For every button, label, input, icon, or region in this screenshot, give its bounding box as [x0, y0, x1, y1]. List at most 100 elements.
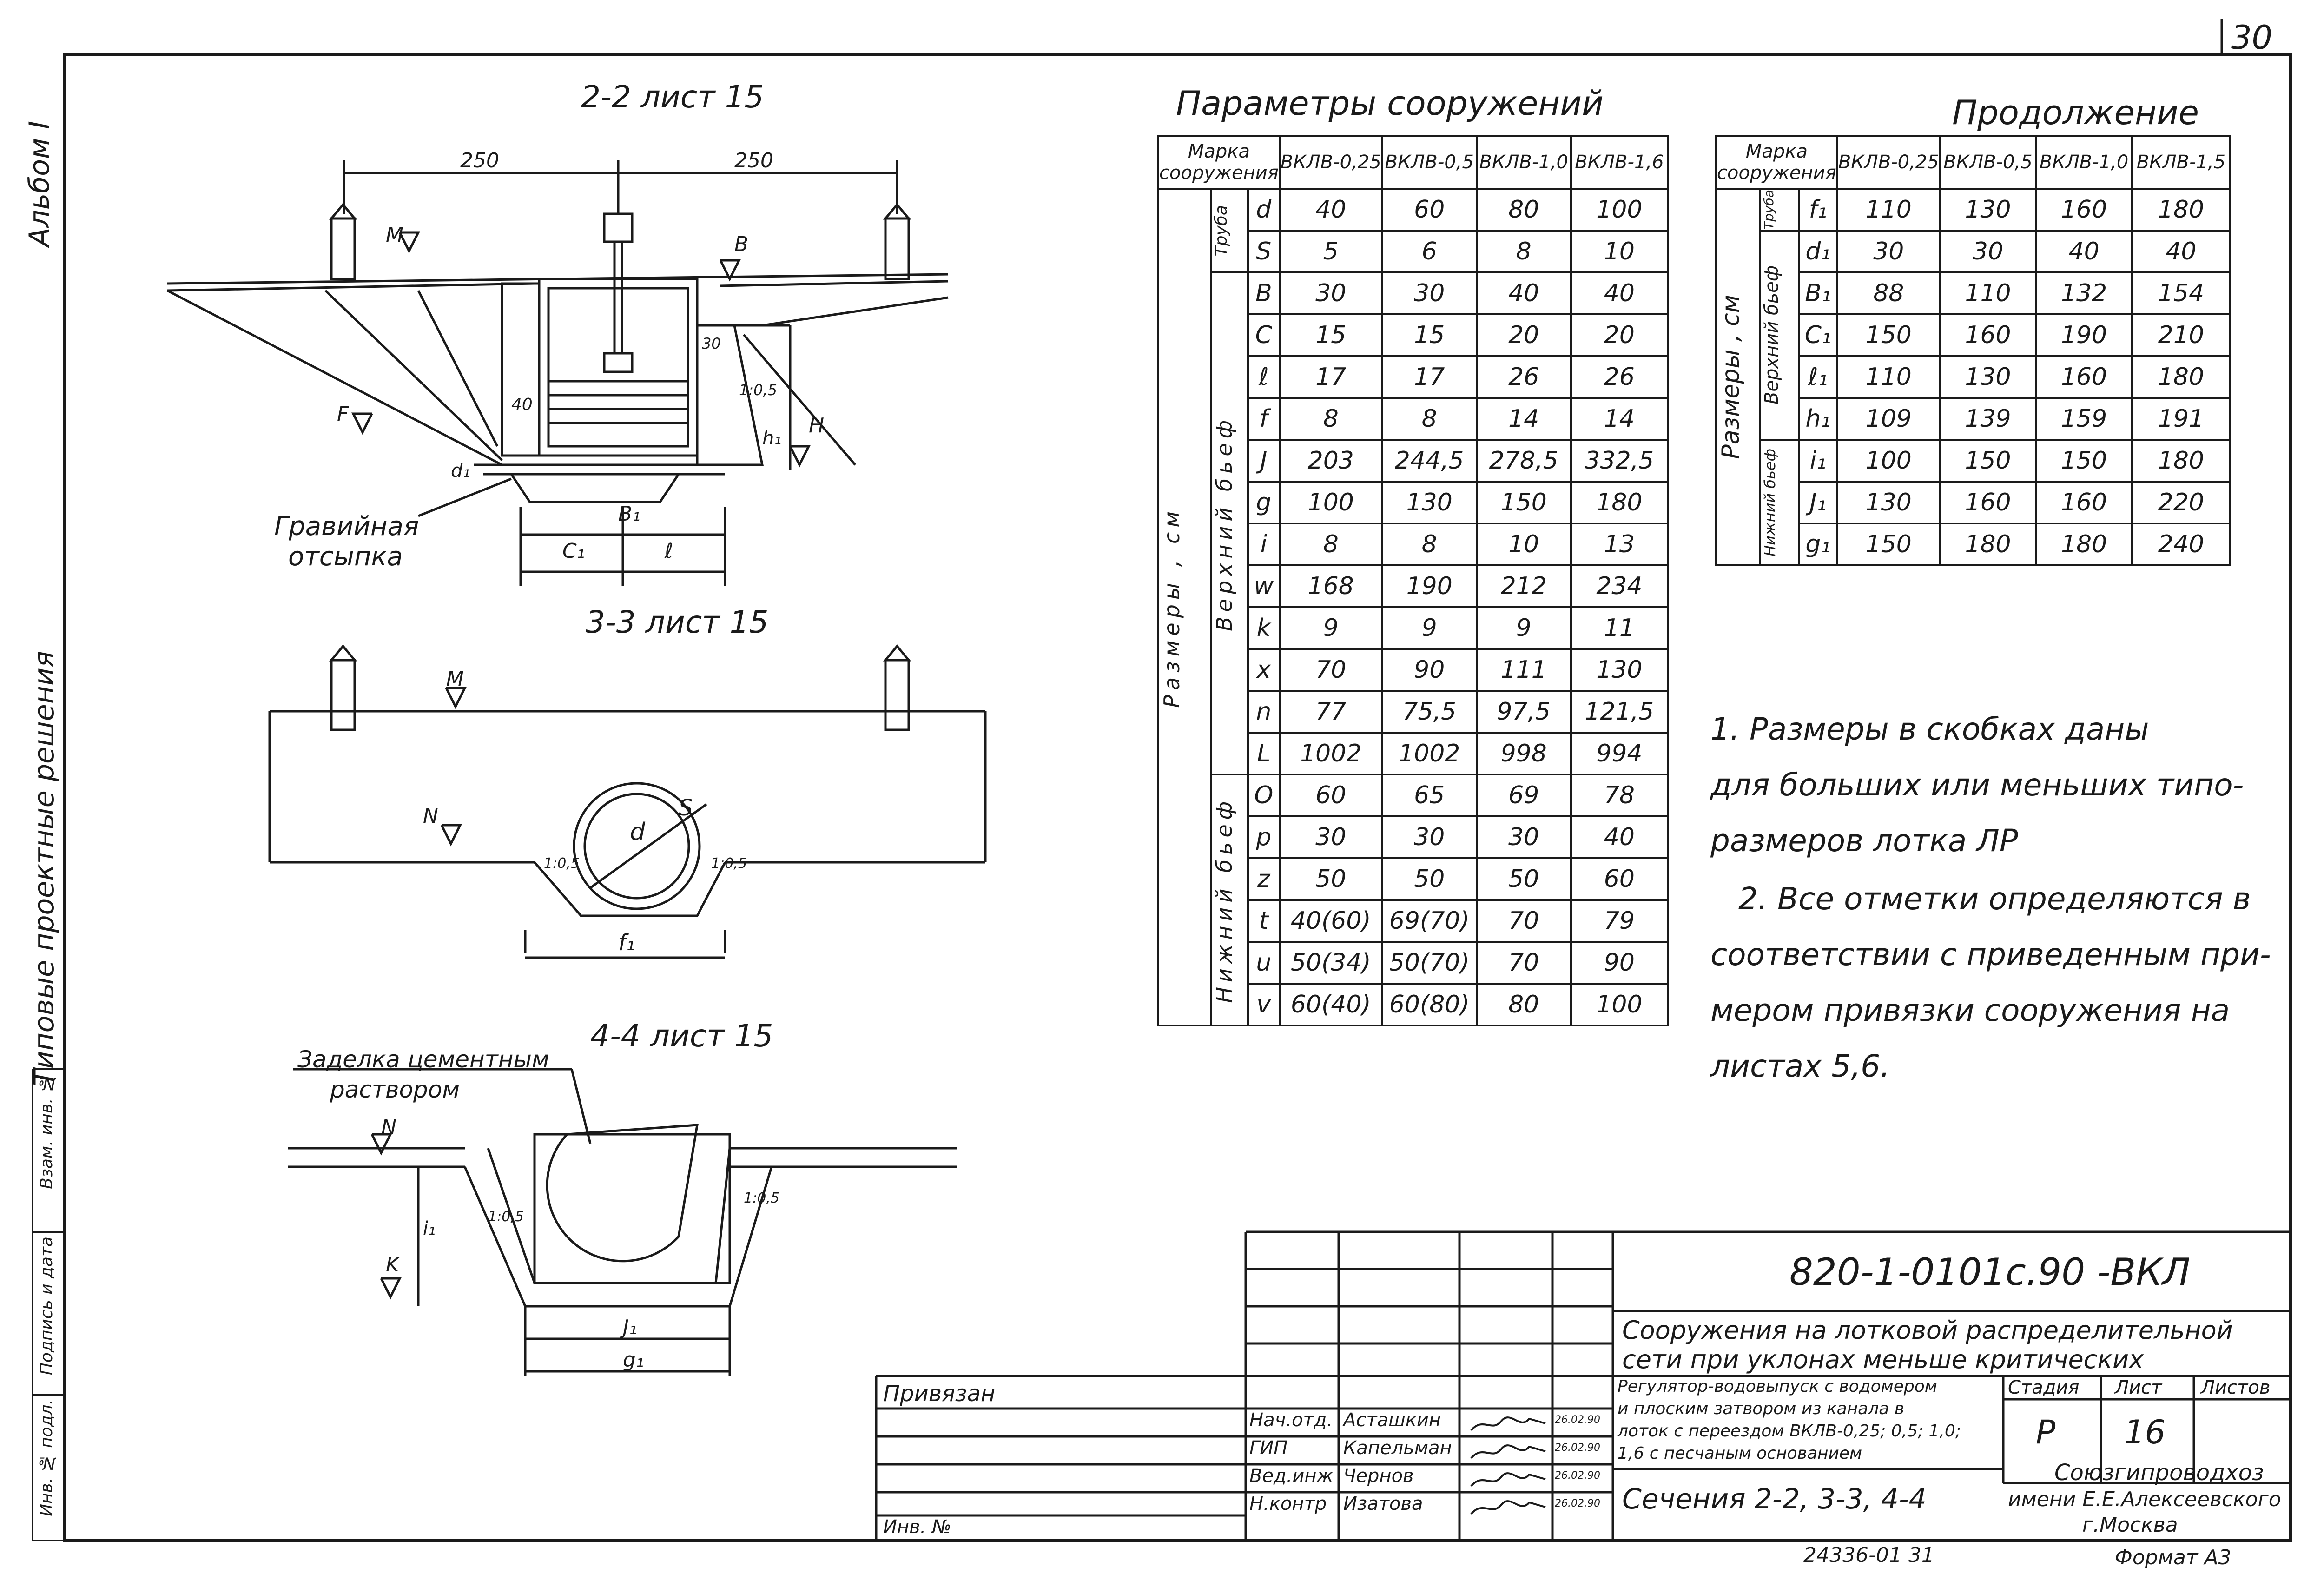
params-cell: 80: [1475, 188, 1572, 232]
params-cell: 13: [1570, 523, 1669, 566]
params-symbol: С: [1247, 313, 1281, 357]
approver-signature: [1470, 1444, 1546, 1459]
note-line-2: для больших или меньших типо-: [1710, 767, 2244, 803]
params-cell: 100: [1570, 983, 1669, 1026]
cont-cell: 150: [1836, 523, 1941, 566]
params-cell: 130: [1381, 481, 1478, 524]
dim-250-right: 250: [734, 149, 773, 172]
params-cell: 78: [1570, 774, 1669, 817]
params-cell: 50: [1278, 857, 1383, 901]
params-col-header: ВКЛВ-0,25: [1278, 135, 1383, 190]
cont-group-outer: Размеры , см: [1715, 188, 1761, 566]
cont-group-lower: Нижний бьеф: [1759, 439, 1800, 566]
approver-date: 26.02.90: [1555, 1470, 1600, 1482]
params-cell: 50: [1475, 857, 1572, 901]
cont-cell: 180: [2035, 523, 2133, 566]
mark-H: H: [809, 414, 825, 437]
label-j1: J₁: [623, 1316, 637, 1339]
org-1: Союзгипроводхоз: [2054, 1460, 2264, 1486]
slope-4-4-right: 1:0,5: [744, 1190, 779, 1206]
slope-3-3-right: 1:0,5: [711, 855, 747, 872]
approver-name: Изатова: [1343, 1493, 1423, 1515]
params-symbol: J: [1247, 439, 1281, 483]
params-symbol: S: [1247, 230, 1281, 273]
params-symbol: w: [1247, 564, 1281, 608]
label-g1: g₁: [623, 1348, 644, 1372]
params-cell: 8: [1278, 523, 1383, 566]
desc-4: 1,6 с песчаным основанием: [1618, 1444, 1862, 1463]
params-cell: 244,5: [1381, 439, 1478, 483]
cont-cell: 180: [2131, 439, 2232, 483]
cont-cell: 159: [2035, 397, 2133, 441]
side-stamp-signature-date: Подпись и дата: [37, 1237, 56, 1376]
cont-cell: 88: [1836, 271, 1941, 315]
cont-cell: 220: [2131, 481, 2232, 524]
params-symbol: d: [1247, 188, 1281, 232]
sheet-label: Лист: [2115, 1377, 2162, 1398]
title-block-grid: [875, 1230, 2291, 1541]
cont-group-pipe: Труба: [1759, 188, 1800, 232]
params-cell: 10: [1475, 523, 1572, 566]
cont-cell: 160: [2035, 188, 2133, 232]
label-d: d: [630, 818, 646, 846]
mark-B: B: [734, 232, 749, 256]
section-3-3-title: 3-3 лист 15: [586, 604, 769, 640]
approver-date: 26.02.90: [1555, 1498, 1600, 1509]
params-cell: 17: [1381, 355, 1478, 399]
params-cell: 100: [1278, 481, 1383, 524]
cont-symbol: J₁: [1797, 481, 1838, 524]
section-4-4-title: 4-4 лист 15: [590, 1018, 773, 1054]
dim-30: 30: [702, 335, 721, 352]
cont-cell: 150: [1939, 439, 2037, 483]
mark-F: F: [337, 402, 349, 426]
typical-solutions-label: Типовые проектные решения: [28, 651, 60, 1086]
params-symbol: р: [1247, 815, 1281, 859]
params-col-header: ВКЛВ-1,6: [1570, 135, 1669, 190]
params-cell: 40: [1570, 815, 1669, 859]
params-symbol: О: [1247, 774, 1281, 817]
params-cell: 60: [1278, 774, 1383, 817]
params-group-outer: Размеры , см: [1157, 188, 1212, 1026]
params-cell: 9: [1475, 606, 1572, 650]
params-cell: 332,5: [1570, 439, 1669, 483]
org-3: г.Москва: [2082, 1513, 2178, 1537]
params-cell: 70: [1278, 648, 1383, 692]
section-2-2-title: 2-2 лист 15: [581, 79, 764, 115]
params-cell: 14: [1570, 397, 1669, 441]
params-cell: 50(70): [1381, 941, 1478, 985]
label-h1: h₁: [762, 428, 782, 449]
params-symbol: L: [1247, 732, 1281, 775]
dim-40: 40: [511, 395, 533, 414]
approver-role: Н.контр: [1249, 1493, 1327, 1515]
slope-3-3-left: 1:0,5: [544, 855, 580, 872]
approver-role: Вед.инж: [1249, 1465, 1334, 1487]
params-cell: 998: [1475, 732, 1572, 775]
params-cell: 11: [1570, 606, 1669, 650]
cont-symbol: h₁: [1797, 397, 1838, 441]
note-line-6: мером привязки сооружения на: [1710, 992, 2230, 1028]
gravel-label-1: Гравийная: [274, 511, 419, 542]
params-cell: 65: [1381, 774, 1478, 817]
params-cell: 20: [1570, 313, 1669, 357]
cont-title: Продолжение: [1952, 93, 2199, 132]
cont-cell: 130: [1836, 481, 1941, 524]
note-line-7: листах 5,6.: [1710, 1048, 1890, 1084]
params-cell: 150: [1475, 481, 1572, 524]
cont-cell: 40: [2131, 230, 2232, 273]
org-2: имени Е.Е.Алексеевского: [2008, 1488, 2281, 1511]
params-col-header: ВКЛВ-0,5: [1381, 135, 1478, 190]
mark-M-2-2: M: [386, 223, 403, 247]
params-cell: 190: [1381, 564, 1478, 608]
approver-name: Асташкин: [1343, 1409, 1441, 1431]
cont-symbol: d₁: [1797, 230, 1838, 273]
params-cell: 90: [1381, 648, 1478, 692]
approver-date: 26.02.90: [1555, 1414, 1600, 1426]
params-group-outer-label: Размеры , см: [1159, 506, 1184, 708]
